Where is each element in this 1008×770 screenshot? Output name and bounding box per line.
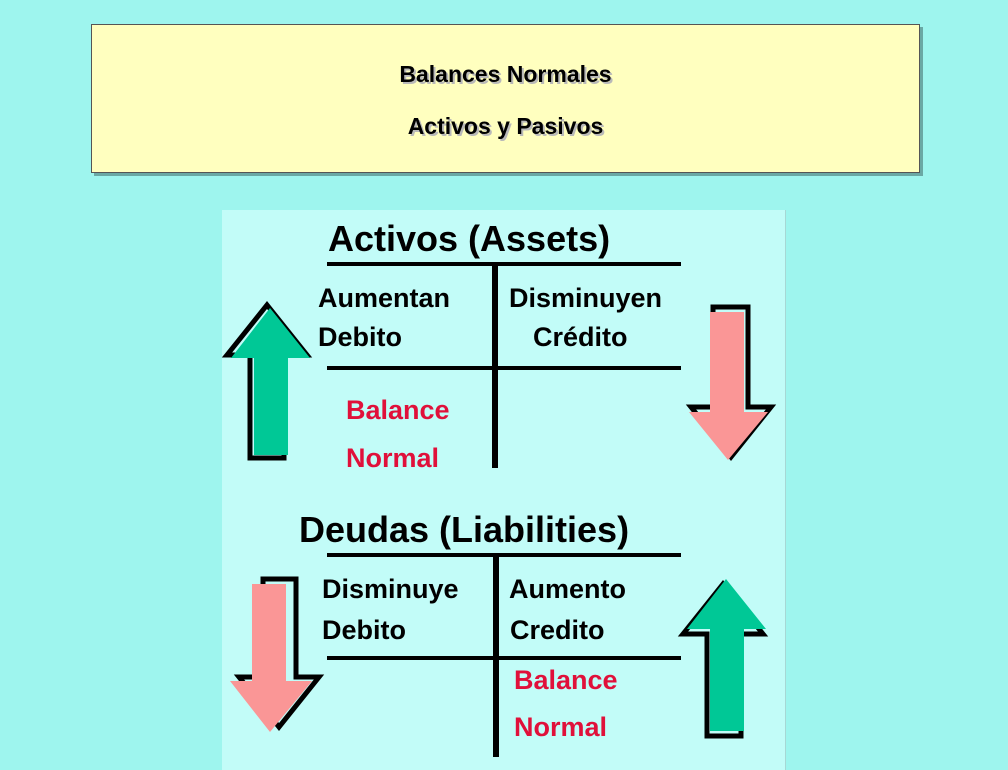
arrow-down-icon: [230, 576, 325, 732]
liabilities-balance-label: Balance: [514, 665, 618, 695]
assets-left-top-label: Aumentan: [318, 283, 451, 313]
liabilities-title-underline: [327, 553, 681, 557]
liabilities-right-bottom-label: Credito: [510, 615, 605, 645]
title-line-1: Balances Normales: [399, 61, 612, 87]
liabilities-t-horizontal: [327, 656, 681, 660]
liabilities-title: Deudas (Liabilities): [299, 509, 630, 550]
liabilities-left-bottom-label: Debito: [322, 615, 406, 645]
liabilities-left-top-label: Disminuye: [322, 574, 459, 604]
arrow-up-icon: [677, 579, 769, 739]
assets-normal-label: Normal: [346, 443, 440, 473]
arrow-down-icon: [685, 304, 777, 462]
assets-title-underline: [327, 262, 681, 266]
liabilities-normal-label: Normal: [514, 712, 608, 742]
title-line-2: Activos y Pasivos: [407, 113, 604, 139]
liabilities-right-top-label: Aumento: [509, 574, 626, 604]
assets-left-bottom-label: Debito: [318, 322, 402, 352]
assets-title: Activos (Assets): [328, 218, 611, 259]
title-box: Balances Normales Activos y Pasivos: [91, 24, 920, 173]
arrow-up-icon: [221, 300, 313, 461]
assets-right-top-label: Disminuyen: [509, 283, 663, 313]
assets-right-bottom-label: Crédito: [533, 322, 628, 352]
assets-balance-label: Balance: [346, 395, 450, 425]
assets-t-horizontal: [327, 366, 681, 370]
